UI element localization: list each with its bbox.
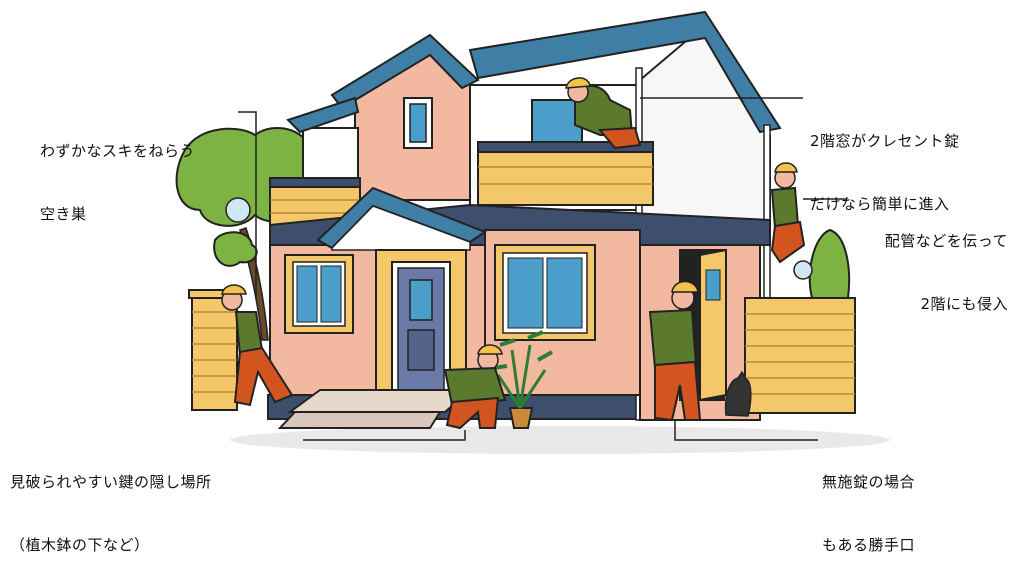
callout-key-hiding-line2: （植木鉢の下など） <box>10 535 212 556</box>
callout-pipe-climb-line1: 配管などを伝って <box>840 231 1008 252</box>
callout-key-hiding-line1: 見破られやすい鍵の隠し場所 <box>10 472 212 493</box>
front-steps <box>290 390 470 412</box>
callout-key-hiding: 見破られやすい鍵の隠し場所 （植木鉢の下など） <box>10 430 212 577</box>
callout-pipe-climb: 配管などを伝って 2階にも侵入 <box>840 189 1008 336</box>
left-window <box>285 255 353 333</box>
callout-back-door-line2: もある勝手口 <box>822 535 915 556</box>
side-pipe <box>764 125 770 305</box>
callout-gap-thief: わずかなスキをねらう 空き巣 <box>40 99 195 246</box>
right-fence <box>745 298 855 413</box>
callout-back-door-line1: 無施錠の場合 <box>822 472 915 493</box>
callout-back-door: 無施錠の場合 もある勝手口 <box>822 430 915 577</box>
callout-pipe-climb-line2: 2階にも侵入 <box>840 294 1008 315</box>
callout-gap-thief-line1: わずかなスキをねらう <box>40 141 195 162</box>
right-window <box>495 245 595 340</box>
thief-pipe <box>772 163 804 262</box>
callout-window-lock-line1: 2階窓がクレセント錠 <box>810 131 960 152</box>
callout-gap-thief-line2: 空き巣 <box>40 204 195 225</box>
